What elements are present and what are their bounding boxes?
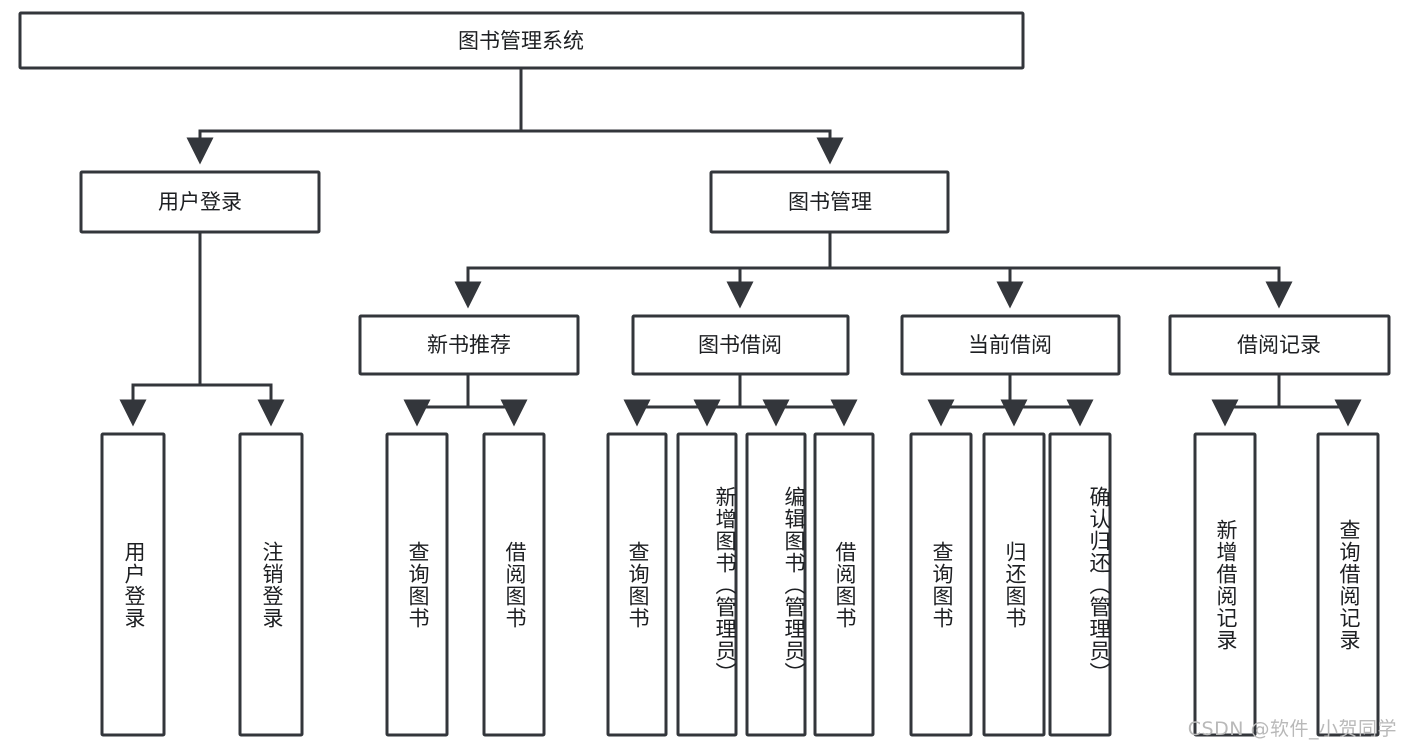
node-book-manage[interactable]: 图书管理 (709, 170, 950, 234)
connector-currentborrow-to-leaves (927, 374, 1094, 427)
connector-userlogin-to-leaves (119, 232, 285, 427)
connector-newbook-to-leaves (403, 374, 528, 427)
node-borrow-record[interactable]: 借阅记录 (1168, 314, 1391, 376)
connector-bookborrow-to-leaves (623, 374, 858, 427)
node-current-borrow[interactable]: 当前借阅 (900, 314, 1121, 376)
node-book-manage-label: 图书管理 (788, 190, 872, 214)
leaf-query-record[interactable] (1316, 432, 1380, 737)
leaf-return-book[interactable] (982, 432, 1046, 737)
leaf-query-book-3[interactable] (909, 432, 973, 737)
leaf-edit-book[interactable] (745, 432, 807, 737)
leaf-borrow-book-1[interactable] (482, 432, 546, 737)
leaf-query-book-1[interactable] (385, 432, 449, 737)
node-root[interactable]: 图书管理系统 (18, 11, 1025, 70)
leaf-user-login[interactable] (100, 432, 166, 737)
connector-bookmanage-to-level3 (454, 232, 1293, 309)
leaf-borrow-book-2[interactable] (813, 432, 875, 737)
node-root-label: 图书管理系统 (458, 29, 584, 53)
node-new-book-recommend-label: 新书推荐 (427, 333, 511, 357)
node-user-login[interactable]: 用户登录 (79, 170, 321, 234)
leaf-logout[interactable] (238, 432, 304, 737)
leaf-confirm-return[interactable] (1048, 432, 1112, 737)
connector-borrowrecord-to-leaves (1211, 374, 1362, 427)
node-new-book-recommend[interactable]: 新书推荐 (358, 314, 580, 376)
node-book-borrow[interactable]: 图书借阅 (631, 314, 850, 376)
watermark-text: CSDN @软件_小贺同学 (1187, 718, 1397, 740)
node-current-borrow-label: 当前借阅 (968, 333, 1052, 357)
leaf-query-book-2[interactable] (606, 432, 668, 737)
leaf-box-group (100, 432, 1380, 737)
node-borrow-record-label: 借阅记录 (1237, 333, 1321, 357)
leaf-add-record[interactable] (1193, 432, 1257, 737)
connector-root-to-level2 (186, 68, 844, 165)
node-book-borrow-label: 图书借阅 (698, 333, 782, 357)
node-user-login-label: 用户登录 (158, 190, 242, 214)
leaf-add-book[interactable] (676, 432, 738, 737)
